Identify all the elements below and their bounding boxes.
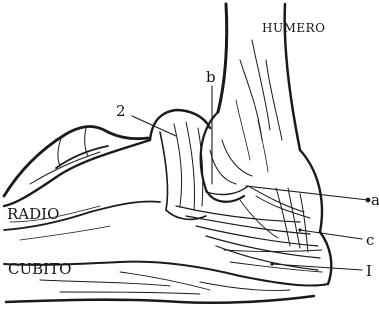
label-b: b	[206, 70, 216, 85]
label-I: I	[366, 264, 372, 279]
label-a: a	[371, 193, 379, 208]
leader-a	[246, 186, 368, 200]
leader-2	[132, 116, 176, 136]
label-humero: HUMERO	[262, 22, 326, 34]
label-radio: RADIO	[7, 207, 59, 222]
label-c: c	[366, 233, 374, 248]
label-cubito: CUBITO	[8, 262, 71, 277]
radius-bone	[4, 140, 160, 240]
label-2: 2	[116, 104, 126, 119]
